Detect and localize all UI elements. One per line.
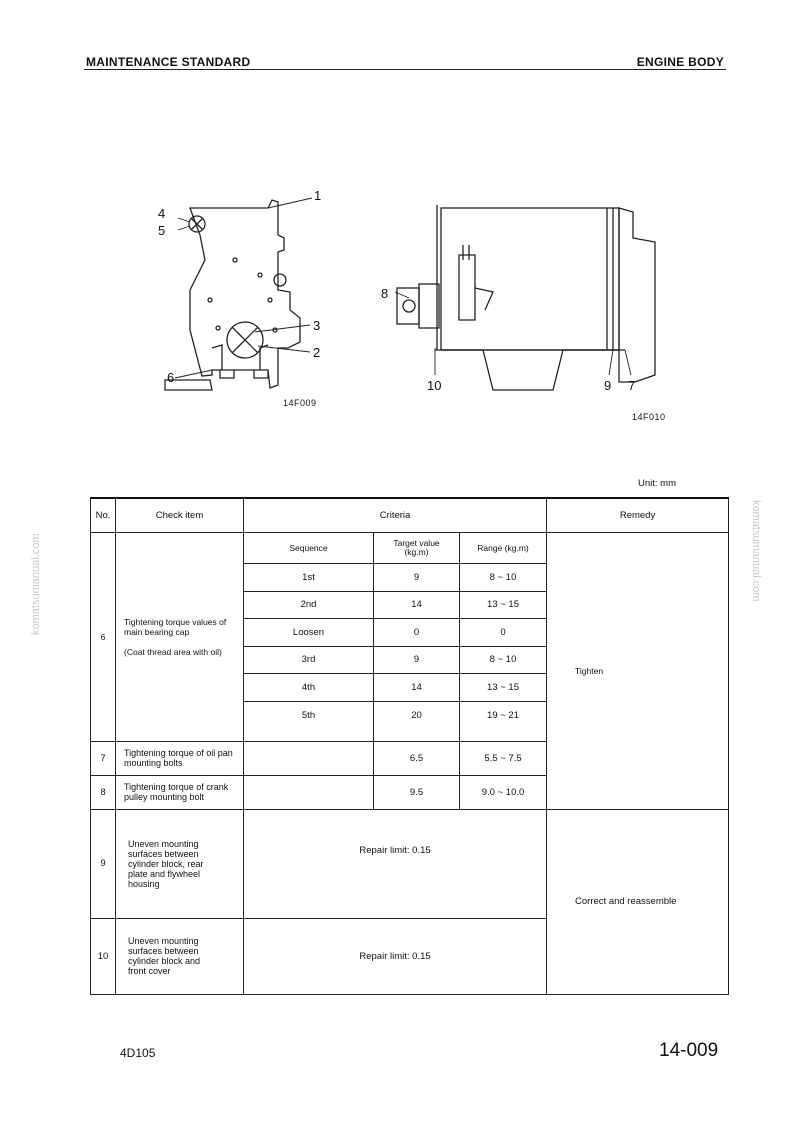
range-cell: 0 [458,618,548,647]
row6-item: Tightening torque values of main bearing… [115,532,244,742]
page-number: 14-009 [659,1040,719,1061]
table-row: 6 Tightening torque values of main beari… [90,532,730,810]
target-cell: 9 [373,563,460,592]
row8-range: 9.0 ~ 10.0 [458,774,548,810]
row9-item: Uneven mounting surfaces between cylinde… [115,808,244,919]
row9-criteria: Repair limit: 0.15 [242,808,548,919]
row7-item: Tightening torque of oil pan mounting bo… [115,740,244,776]
model-number: 4D105 [120,1046,156,1060]
target-cell: 9 [373,645,460,674]
subhdr-sequence: Sequence [243,532,374,564]
table-row: 4th 14 13 ~ 15 [91,673,729,702]
target-cell: 14 [373,590,460,619]
row8-target: 9.5 [373,774,460,810]
table-row: 9 Uneven mounting surfaces between cylin… [90,808,730,995]
col-check-item: Check item [115,497,244,533]
table-row: 1st 9 8 ~ 10 [91,563,729,592]
col-no: No. [90,497,116,533]
range-cell: 8 ~ 10 [458,645,548,674]
col-remedy: Remedy [546,497,730,533]
callout-9: 9 [604,378,611,393]
subhdr-range: Range (kg.m) [458,532,548,564]
figure-code-left: 14F009 [283,398,317,408]
callout-10: 10 [427,378,441,393]
row8-no: 8 [90,774,116,810]
range-cell: 19 ~ 21 [458,700,548,742]
range-cell: 13 ~ 15 [458,673,548,702]
table-row: 2nd 14 13 ~ 15 [91,590,729,619]
range-cell: 13 ~ 15 [458,590,548,619]
figure-code-right: 14F010 [632,412,666,422]
remedy-9-10: Correct and reassemble [546,808,730,995]
section-title: MAINTENANCE STANDARD [86,55,251,69]
watermark-right: komatsumanual.com [750,500,762,602]
seq-cell: 3rd [243,645,374,674]
table-row: Loosen 0 0 [91,618,729,647]
row8-item: Tightening torque of crank pulley mounti… [115,774,244,810]
callout-6: 6 [167,370,174,385]
front-view-diagram: 1 2 3 4 5 6 [158,188,321,391]
table-row: 5th 20 19 ~ 21 [91,700,729,742]
seq-cell: 2nd [243,590,374,619]
subhdr-target: Target value (kg.m) [373,532,460,564]
table-row: 3rd 9 8 ~ 10 [91,645,729,674]
row7-target: 6.5 [373,740,460,776]
target-cell: 20 [373,700,460,742]
col-criteria: Criteria [242,497,548,533]
row10-no: 10 [90,917,116,995]
table-row: 10 Uneven mounting surfaces between cyli… [90,917,729,995]
target-cell: 0 [373,618,460,647]
table-row: 7 Tightening torque of oil pan mounting … [90,740,729,776]
seq-cell: 1st [243,563,374,592]
seq-cell: 4th [243,673,374,702]
chapter-title: ENGINE BODY [636,55,724,69]
row7-no: 7 [90,740,116,776]
callout-7: 7 [628,378,635,393]
callout-2: 2 [313,345,320,360]
callout-8: 8 [381,286,388,301]
header-divider [84,69,726,70]
seq-cell: 5th [243,700,374,742]
row6-no: 6 [90,532,116,742]
callout-5: 5 [158,223,165,238]
row7-blank [243,740,374,776]
row6-item-text: Tightening torque values of main bearing… [124,616,227,637]
unit-label: Unit: mm [638,478,676,489]
maintenance-table: No. Check item Criteria Remedy 6 Tighten… [90,497,730,995]
row6-item-note: (Coat thread area with oil) [124,646,222,657]
row8-blank [243,774,374,810]
range-cell: 8 ~ 10 [458,563,548,592]
row10-item: Uneven mounting surfaces between cylinde… [115,917,244,995]
target-cell: 14 [373,673,460,702]
seq-cell: Loosen [243,618,374,647]
row9-no: 9 [90,808,116,919]
row7-range: 5.5 ~ 7.5 [458,740,548,776]
callout-3: 3 [313,318,320,333]
callout-4: 4 [158,206,165,221]
callout-1: 1 [314,188,321,203]
side-view-diagram: 8 10 9 7 [381,205,656,393]
row10-criteria: Repair limit: 0.15 [242,917,548,995]
watermark-left: komatsumanual.com [30,533,42,636]
remedy-6-8: Tighten [546,532,730,810]
